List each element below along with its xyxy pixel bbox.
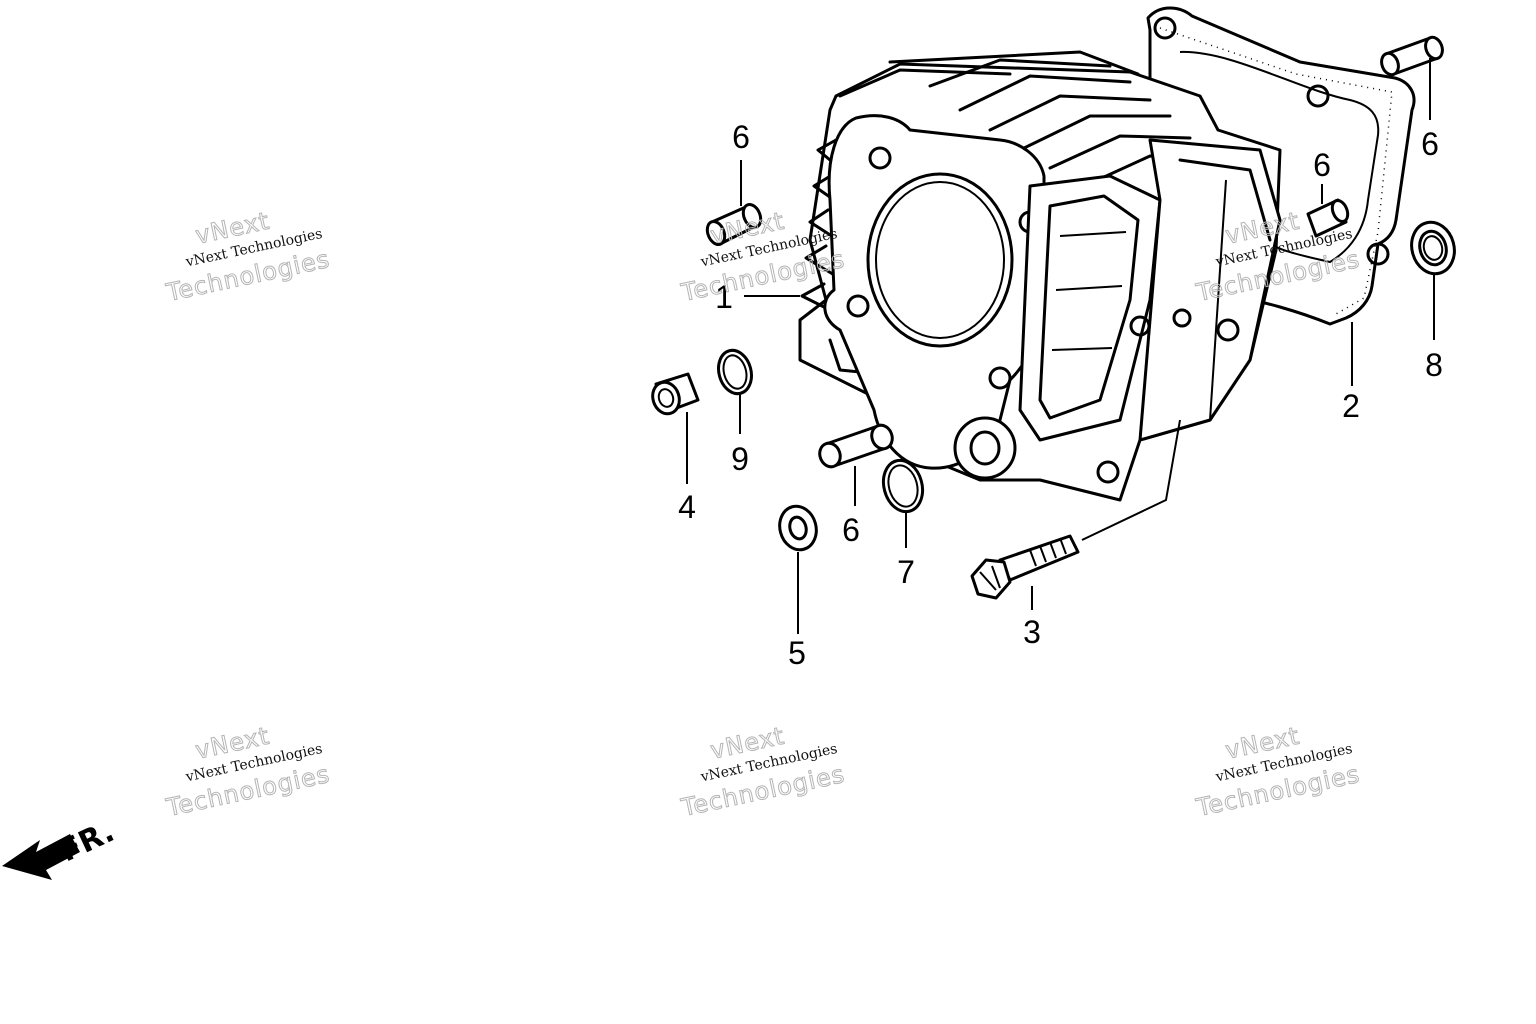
- front-label: FR.: [55, 814, 120, 869]
- front-direction-indicator: FR.: [2, 814, 120, 880]
- callout-6-mid: 6: [842, 512, 860, 548]
- leader-lines: [686, 58, 1435, 634]
- callout-3: 3: [1023, 614, 1041, 650]
- callout-7: 7: [897, 554, 915, 590]
- collar: [651, 372, 700, 416]
- cylinder-block: [798, 50, 1282, 541]
- flange-bolt: [970, 534, 1080, 600]
- callout-6-top-left: 6: [732, 119, 750, 155]
- callout-6-gasket: 6: [1313, 147, 1331, 183]
- front-arrow-icon: [2, 834, 80, 880]
- o-ring-small: [881, 458, 925, 514]
- watermark-bottom-left: vNext vNext Technologies Technologies: [163, 721, 333, 822]
- dowel-pin-top-left: [705, 202, 763, 247]
- callout-9: 9: [731, 441, 749, 477]
- watermark-bottom-middle: vNext vNext Technologies Technologies: [678, 721, 848, 822]
- callout-1: 1: [715, 279, 733, 315]
- callout-8: 8: [1425, 347, 1443, 383]
- washer: [778, 504, 818, 552]
- watermark-top-left: vNext vNext Technologies Technologies: [163, 206, 333, 307]
- dowel-pin-gasket: [1306, 198, 1350, 238]
- o-ring-upper: [717, 348, 753, 396]
- callout-4: 4: [678, 489, 696, 525]
- callout-6-top-right: 6: [1421, 126, 1439, 162]
- dowel-pin-mid: [818, 423, 894, 469]
- watermark-bottom-right: vNext vNext Technologies Technologies: [1193, 721, 1363, 822]
- oil-seal: [1410, 220, 1456, 276]
- callout-2: 2: [1342, 388, 1360, 424]
- dowel-pin-top-right: [1380, 35, 1444, 77]
- callout-5: 5: [788, 635, 806, 671]
